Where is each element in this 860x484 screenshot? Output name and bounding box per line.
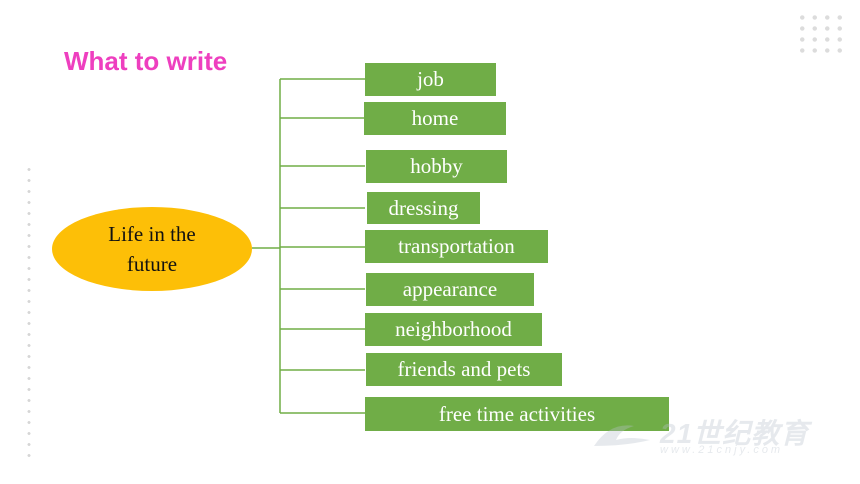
node-transportation: transportation: [365, 230, 548, 263]
node-dressing: dressing: [367, 192, 480, 224]
watermark: 21世纪教育 www.21cnjy.com: [590, 412, 840, 462]
decorative-dots-top-right: [796, 12, 846, 56]
node-free-time-activities: free time activities: [365, 397, 669, 431]
center-node-label: Life in the future: [108, 222, 196, 276]
node-home: home: [364, 102, 506, 135]
node-neighborhood: neighborhood: [365, 313, 542, 346]
decorative-dots-left: [27, 164, 31, 460]
page-title: What to write: [64, 46, 228, 76]
center-node-life-in-the-future: Life in the future: [52, 207, 252, 291]
node-friends-and-pets: friends and pets: [366, 353, 562, 386]
watermark-logo-icon: [594, 425, 650, 446]
node-appearance: appearance: [366, 273, 534, 306]
node-hobby: hobby: [366, 150, 507, 183]
watermark-sub-text: www.21cnjy.com: [660, 444, 784, 456]
watermark-main-text: 21世纪教育: [660, 418, 810, 449]
node-job: job: [365, 63, 496, 96]
